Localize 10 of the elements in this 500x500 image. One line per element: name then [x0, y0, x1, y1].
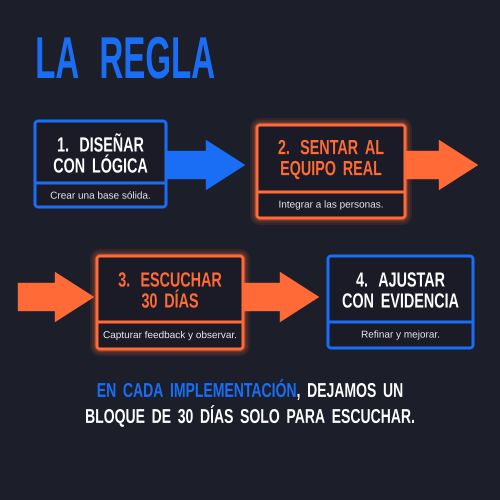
step-box: 4. AJUSTAR CON EVIDENCIA Refinar y mejorar.: [326, 254, 474, 350]
block-arrow: [166, 140, 246, 190]
block-arrow: [404, 140, 478, 190]
caption: EN CADA IMPLEMENTACIÓN, DEJAMOS UN BLOQUE DE 30 DÍAS SOLO PARA ESCUCHAR.: [86, 379, 414, 427]
step-box: 1. DISEÑAR CON LÓGICA Crear una base sólida.: [34, 120, 168, 208]
block-arrow: [18, 272, 94, 322]
step-box: 2. SENTAR AL EQUIPO REAL Integrar a las personas.: [250, 118, 412, 225]
block-arrow: [242, 272, 320, 322]
step-box: 3. ESCUCHAR 30 DÍAS Capturar feedback y observar.: [90, 249, 250, 356]
title: LA REGLA: [37, 36, 214, 79]
